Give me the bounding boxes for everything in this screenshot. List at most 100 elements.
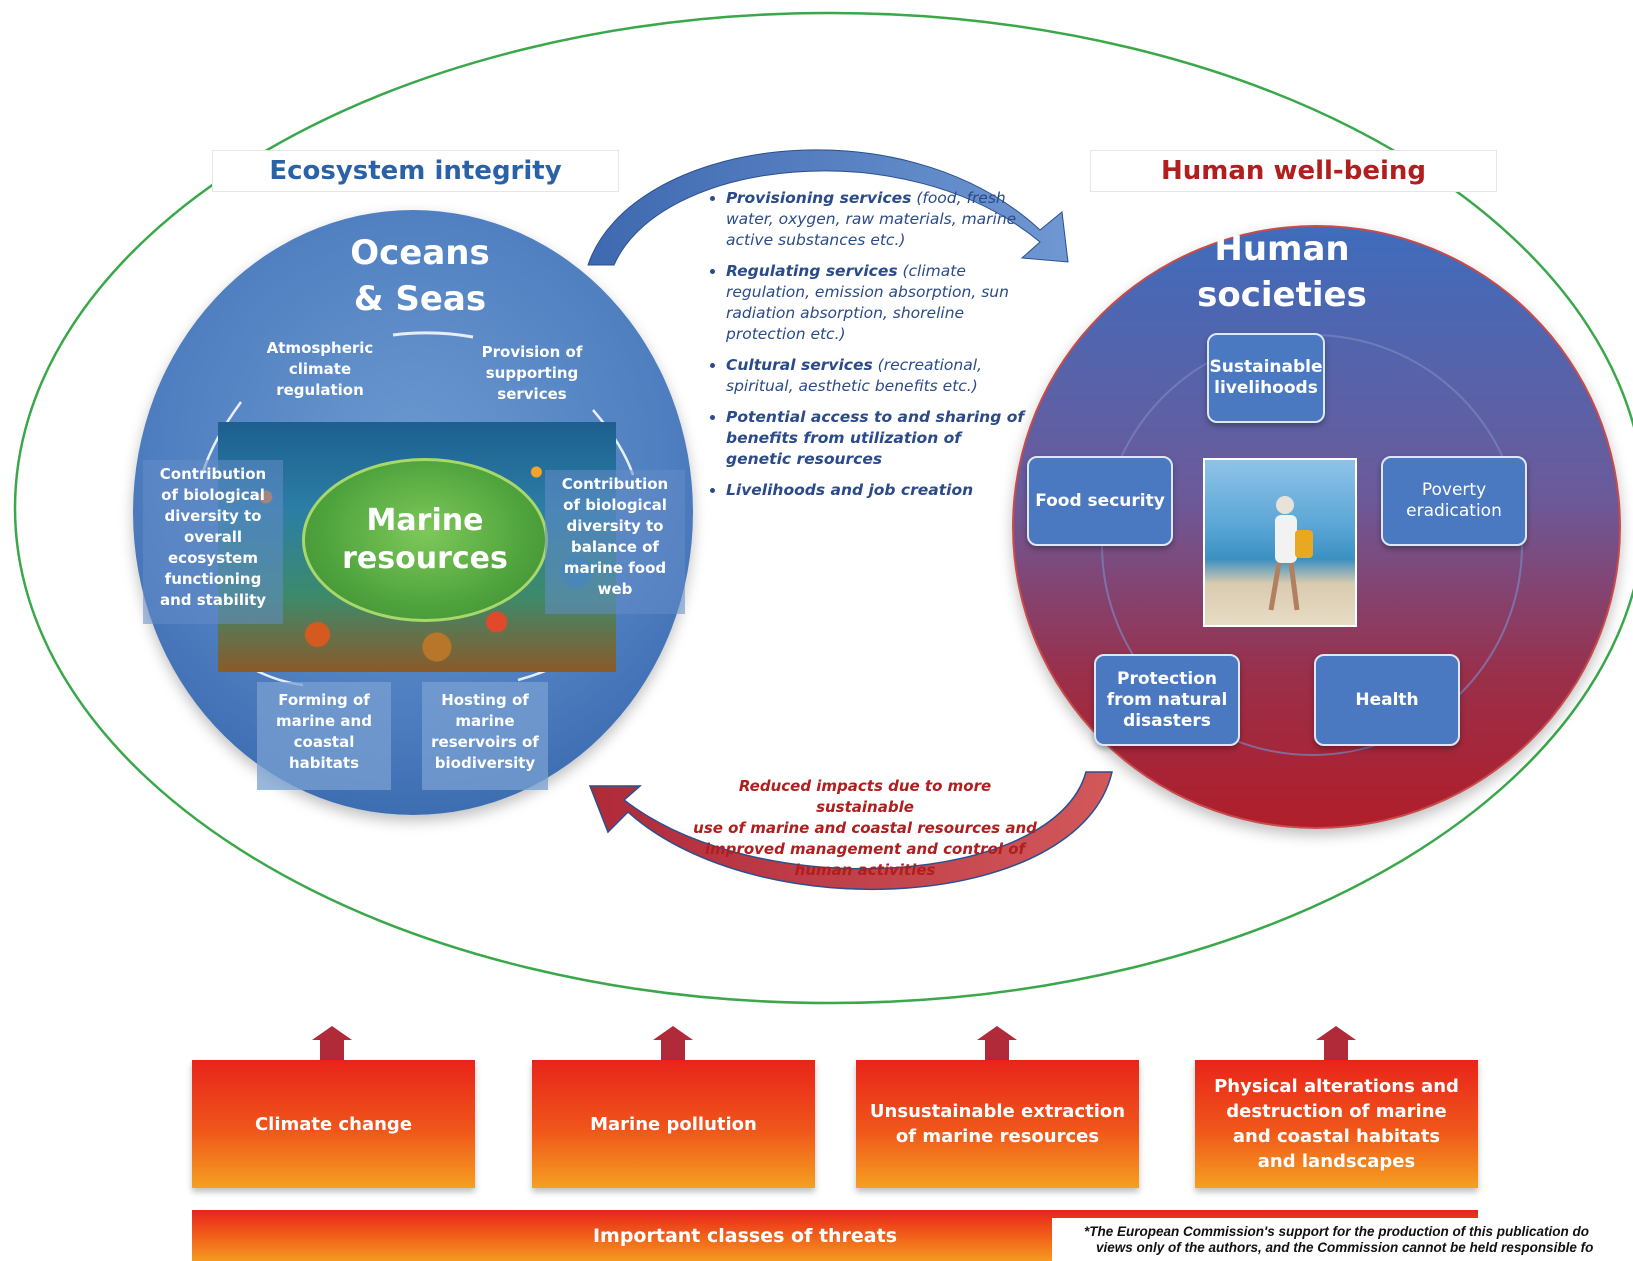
text-line: overall (183, 528, 243, 546)
node-food-security: Food security (1027, 456, 1173, 546)
text-line: Reduced impacts due to more sustainable (738, 777, 992, 816)
text-line: diversity to (566, 517, 664, 535)
service-bold: Regulating services (726, 262, 898, 280)
service-item: Cultural services (recreational, spiritu… (726, 355, 1030, 397)
text-line: and stability (159, 591, 267, 609)
text-line: services (497, 385, 567, 403)
text-line: Marine pollution (590, 1113, 757, 1135)
text-line: and coastal habitats (1232, 1126, 1441, 1147)
text-line: Climate change (254, 1113, 413, 1135)
text-line: Protection (1117, 668, 1217, 689)
service-bold: Provisioning services (726, 189, 912, 207)
text-line: improved management and control of (704, 840, 1026, 858)
text-line: balance of (571, 538, 659, 556)
text-line: marine and (276, 712, 372, 730)
text-line: of marine resources (895, 1126, 1100, 1147)
text-line: reservoirs of (431, 733, 539, 751)
node-protection-disasters: Protection from natural disasters (1094, 654, 1240, 746)
forming-of-habitats: Forming of marine and coastal habitats (257, 682, 391, 790)
service-detail: (climate regulation, emission absorption… (726, 262, 1009, 343)
node-sustainable-livelihoods: Sustainable livelihoods (1207, 333, 1325, 423)
threat-unsustainable-extraction: Unsustainable extraction of marine resou… (856, 1060, 1139, 1188)
service-item: Provisioning services (food, fresh water… (726, 188, 1030, 251)
text-line: climate (288, 360, 352, 378)
fisherman-photo (1203, 458, 1357, 627)
text-line: livelihoods (1214, 378, 1318, 398)
text-line: from natural (1106, 689, 1228, 710)
human-wellbeing-label: Human well-being (1160, 156, 1426, 186)
service-detail: (recreational, spiritual, aesthetic bene… (726, 356, 982, 395)
threat-arrows (312, 1026, 1356, 1060)
ecosystem-integrity-label: Ecosystem integrity (269, 156, 562, 186)
text-line: Physical alterations and (1214, 1076, 1459, 1097)
service-item: Regulating services (climate regulation,… (726, 261, 1030, 345)
text-line: Sustainable (1209, 357, 1323, 377)
oceans-title-line1: Oceans (350, 233, 490, 273)
text-line: habitats (288, 754, 360, 772)
marine-resources-ellipse: Marine resources (302, 458, 548, 622)
person-icon (1268, 496, 1313, 611)
service-item: Livelihoods and job creation (726, 480, 1030, 501)
oceans-title-line2: & Seas (353, 279, 487, 319)
text-line: supporting (485, 364, 579, 382)
text-line: marine (455, 712, 515, 730)
text-line: Contribution (561, 475, 669, 493)
reduced-impacts-text: Reduced impacts due to more sustainable … (690, 776, 1040, 881)
text-line: destruction of marine (1226, 1101, 1447, 1122)
text-line: use of marine and coastal resources and (693, 819, 1037, 837)
threat-physical-alterations: Physical alterations and destruction of … (1195, 1060, 1478, 1188)
atmospheric-climate-regulation: Atmospheric climate regulation (250, 338, 390, 401)
threat-climate-change: Climate change (192, 1060, 475, 1188)
marine-line1: Marine (366, 503, 484, 538)
text-line: of biological (161, 486, 265, 504)
human-wellbeing-header: Human well-being (1090, 150, 1497, 192)
threat-marine-pollution: Marine pollution (532, 1060, 815, 1188)
text-line: web (597, 580, 633, 598)
text-line: Contribution (159, 465, 267, 483)
text-line: Atmospheric (266, 339, 374, 357)
human-title-line1: Human (1214, 229, 1350, 269)
node-poverty-eradication: Poverty eradication (1381, 456, 1527, 546)
text-line: coastal (293, 733, 355, 751)
text-line: Unsustainable extraction (869, 1101, 1126, 1122)
text-line: eradication (1406, 501, 1502, 521)
service-bold: Potential access to and sharing of benef… (726, 408, 1025, 468)
ecosystem-integrity-header: Ecosystem integrity (212, 150, 619, 192)
ecosystem-services-list: Provisioning services (food, fresh water… (710, 188, 1030, 511)
service-detail: (food, fresh water, oxygen, raw material… (726, 189, 1017, 249)
text-line: and landscapes (1257, 1151, 1416, 1172)
threats-bar-label: Important classes of threats (592, 1224, 898, 1247)
blue-curved-arrow (587, 149, 1069, 266)
text-line: Forming of (278, 691, 370, 709)
node-health: Health (1314, 654, 1460, 746)
text-line: Food security (1035, 490, 1165, 511)
text-line: marine food (563, 559, 667, 577)
green-boundary-ellipse (13, 11, 1633, 1005)
text-line: disasters (1123, 710, 1211, 731)
text-line: human activities (794, 861, 936, 879)
text-line: of biological (563, 496, 667, 514)
text-line: diversity to (164, 507, 262, 525)
contribution-marine-food-web: Contribution of biological diversity to … (545, 470, 685, 614)
service-bold: Livelihoods and job creation (726, 481, 974, 499)
text-line: regulation (276, 381, 364, 399)
disclaimer-line1: *The European Commission's support for t… (1084, 1224, 1589, 1239)
human-title-line2: societies (1197, 275, 1367, 315)
text-line: Poverty (1421, 480, 1487, 500)
oceans-seas-title: Oceans & Seas (300, 230, 540, 322)
text-line: Provision of (481, 343, 583, 361)
contribution-ecosystem-functioning: Contribution of biological diversity to … (143, 460, 283, 624)
marine-line2: resources (342, 541, 508, 576)
text-line: Hosting of (441, 691, 529, 709)
human-societies-title: Human societies (1162, 226, 1402, 318)
text-line: biodiversity (434, 754, 536, 772)
disclaimer-line2: views only of the authors, and the Commi… (1096, 1240, 1594, 1255)
ec-disclaimer: *The European Commission's support for t… (1052, 1218, 1633, 1261)
service-bold: Cultural services (726, 356, 873, 374)
hosting-of-reservoirs: Hosting of marine reservoirs of biodiver… (422, 682, 548, 790)
text-line: ecosystem (168, 549, 258, 567)
service-item: Potential access to and sharing of benef… (726, 407, 1030, 470)
text-line: Health (1355, 689, 1419, 710)
text-line: functioning (164, 570, 262, 588)
